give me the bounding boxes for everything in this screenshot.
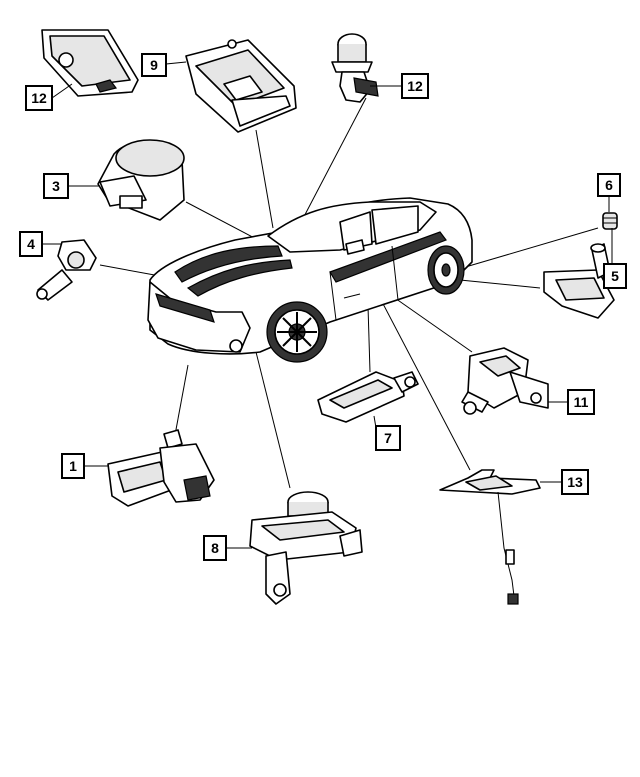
callout-label-8: 8 [211,540,219,556]
part-5-tpms-sensor [543,243,615,319]
callout-10: 12 [25,83,73,111]
callout-9: 9 [141,53,187,77]
part-8-camera [249,491,363,605]
callout-7: 7 [373,415,401,451]
callout-label-11: 11 [574,394,589,410]
callout-label-3: 3 [52,178,60,194]
callout-label-12: 12 [407,78,423,94]
callout-1: 1 [61,453,108,479]
part-1-sensor [107,429,215,507]
part-10-module [41,29,139,97]
callout-6: 6 [597,173,621,212]
part-3-sensor [97,139,185,221]
part-11-sensor [461,347,549,415]
part-9-control-module [185,39,297,133]
callout-5: 5 [603,228,627,289]
callout-label-13: 13 [567,474,583,490]
part-13-antenna [439,469,541,605]
callout-8: 8 [203,535,252,561]
callout-label-4: 4 [27,236,35,252]
callout-label-10: 12 [31,90,47,106]
callout-label-1: 1 [69,458,77,474]
callout-label-9: 9 [150,57,158,73]
vehicle-illustration [147,197,473,363]
part-12-sensor [331,33,379,103]
callout-3: 3 [43,173,100,199]
part-6-valve-cap [602,212,618,230]
part-4-sensor [36,239,97,301]
callout-label-5: 5 [611,268,619,284]
callout-4: 4 [19,231,62,257]
callout-label-6: 6 [605,177,613,193]
callout-label-7: 7 [384,430,392,446]
callout-11: 11 [548,389,595,415]
callout-13: 13 [540,469,589,495]
leader-lines [99,97,599,489]
callout-12: 12 [370,73,429,99]
part-7-sensor [317,371,419,423]
